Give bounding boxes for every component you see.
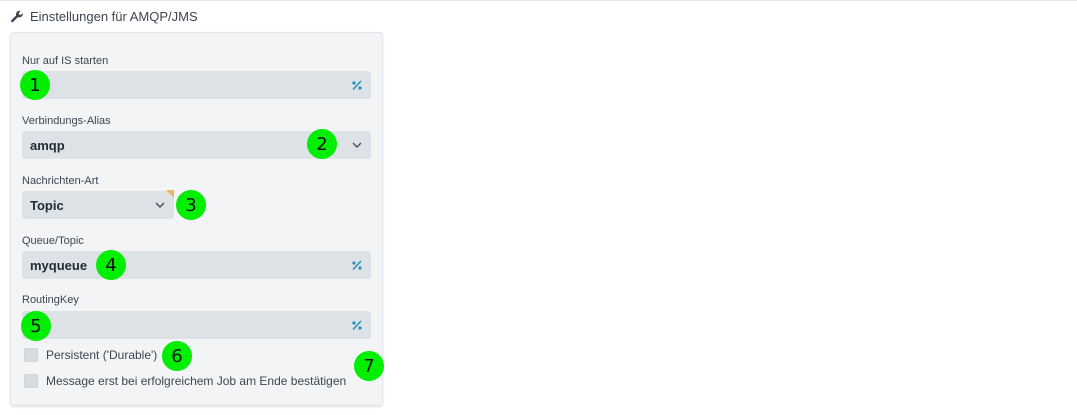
annotation-marker-5: 5 xyxy=(21,311,51,341)
start-on-is-label: Nur auf IS starten xyxy=(22,55,109,67)
message-type-select[interactable]: Topic xyxy=(22,191,174,219)
settings-panel: Nur auf IS starten Verbindungs-Alias amq… xyxy=(10,32,383,406)
connection-alias-label: Verbindungs-Alias xyxy=(22,115,111,127)
queue-topic-value: myqueue xyxy=(30,257,88,273)
persistent-option[interactable]: Persistent ('Durable') xyxy=(24,348,157,362)
queue-topic-input[interactable]: myqueue xyxy=(22,251,371,279)
ack-at-end-checkbox[interactable] xyxy=(24,374,38,388)
annotation-marker-1: 1 xyxy=(20,70,50,100)
persistent-checkbox[interactable] xyxy=(24,348,38,362)
variable-icon[interactable] xyxy=(351,258,363,272)
message-type-value: Topic xyxy=(30,197,64,213)
annotation-marker-2: 2 xyxy=(307,129,337,159)
persistent-label: Persistent ('Durable') xyxy=(46,348,158,362)
routing-key-label: RoutingKey xyxy=(22,294,79,306)
variable-icon[interactable] xyxy=(351,78,363,92)
message-type-label: Nachrichten-Art xyxy=(22,175,99,187)
chevron-down-icon[interactable] xyxy=(351,140,363,150)
annotation-marker-7: 7 xyxy=(354,351,384,381)
annotation-marker-4: 4 xyxy=(96,250,126,280)
ack-at-end-option[interactable]: Message erst bei erfolgreichem Job am En… xyxy=(24,374,346,388)
annotation-marker-3: 3 xyxy=(176,190,206,220)
queue-topic-label: Queue/Topic xyxy=(22,235,84,247)
section-header: Einstellungen für AMQP/JMS xyxy=(10,9,198,24)
chevron-down-icon[interactable] xyxy=(154,200,166,210)
annotation-marker-6: 6 xyxy=(162,341,192,371)
wrench-icon xyxy=(11,10,23,22)
ack-at-end-label: Message erst bei erfolgreichem Job am En… xyxy=(46,374,347,388)
start-on-is-input[interactable] xyxy=(22,71,371,99)
connection-alias-value: amqp xyxy=(30,137,65,153)
modified-indicator xyxy=(166,190,174,198)
variable-icon[interactable] xyxy=(351,318,363,332)
top-divider xyxy=(0,0,1077,1)
section-title: Einstellungen für AMQP/JMS xyxy=(30,9,198,24)
routing-key-input[interactable] xyxy=(22,311,371,339)
